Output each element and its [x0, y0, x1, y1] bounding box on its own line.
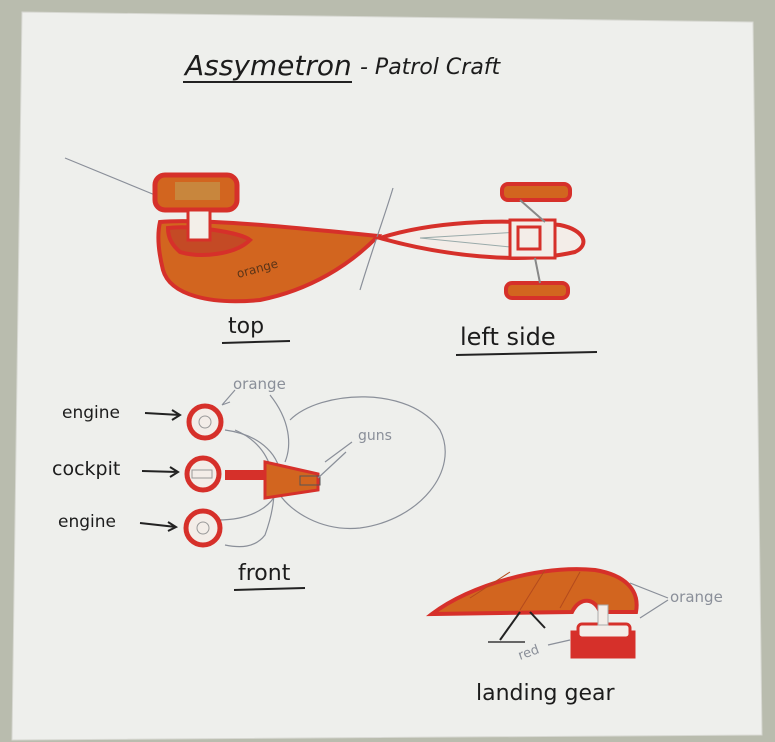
orange-front-arrow [221, 389, 236, 406]
gear-orange-arrows [629, 582, 669, 619]
title-text: Assymetron [183, 49, 352, 82]
front-label-underline [233, 587, 306, 591]
orange-front-arrow-2 [269, 394, 290, 463]
top-view-drawing: orange [64, 157, 394, 304]
front-engine-upper-label: engine [62, 403, 120, 423]
top-view-label: top [228, 314, 264, 339]
gear-orange-label: orange [670, 588, 723, 606]
left-side-drawing [373, 182, 586, 300]
landing-gear-view-label: landing gear [476, 681, 615, 706]
front-view-label: front [238, 561, 291, 586]
left-side-view-label: left side [460, 323, 556, 351]
left-side-label-underline [455, 351, 598, 356]
front-orange-label: orange [233, 375, 286, 393]
front-view-drawing [183, 396, 446, 548]
cockpit-arrow [141, 466, 180, 478]
gear-red-label: red [516, 642, 541, 663]
subtitle-text: - Patrol Craft [360, 55, 502, 80]
landing-gear-drawing [425, 567, 639, 659]
front-engine-lower-label: engine [58, 512, 116, 532]
engine-upper-arrow [144, 409, 182, 421]
top-label-underline [221, 340, 291, 344]
guns-label: guns [358, 428, 392, 444]
front-cockpit-label: cockpit [52, 458, 120, 480]
engine-lower-arrow [139, 521, 179, 532]
guns-arrow [317, 441, 353, 479]
paper-sheet [11, 11, 763, 741]
gear-red-arrow [547, 639, 571, 646]
